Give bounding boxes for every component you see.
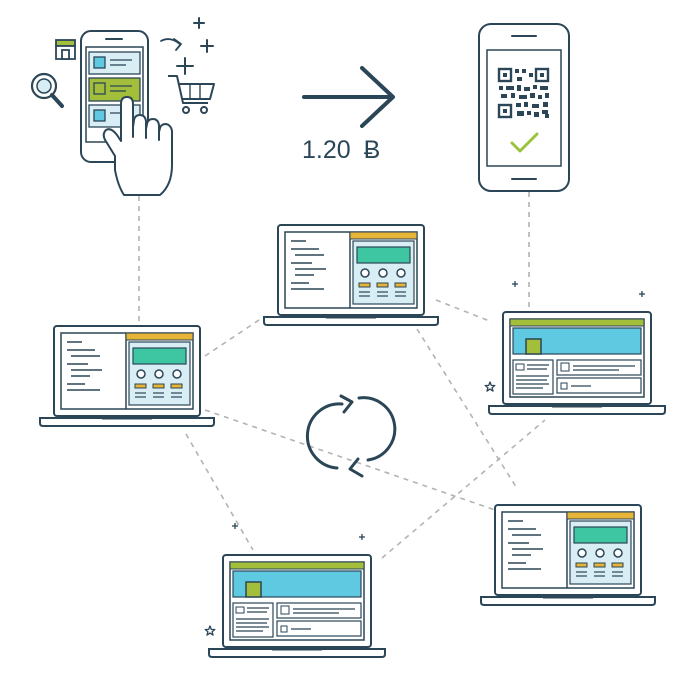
cart-icon — [168, 75, 215, 114]
plus-icon — [232, 281, 645, 540]
curved-arrow-icon — [160, 38, 182, 51]
qr-code-icon — [497, 67, 550, 119]
currency-symbol: Ƀ — [364, 136, 381, 164]
payment-phone — [478, 23, 570, 192]
payment-amount: 1.20 Ƀ — [302, 136, 380, 164]
laptop-node-top — [262, 223, 440, 327]
laptop-node-left — [38, 324, 216, 428]
checkmark-icon — [510, 132, 539, 153]
star-icon — [484, 381, 496, 392]
laptop-node-bottom — [207, 553, 387, 659]
network-connectors — [138, 192, 546, 559]
laptop-node-bottom-right — [479, 503, 657, 607]
arrow-right-icon — [302, 66, 395, 128]
laptop-node-right — [487, 310, 667, 416]
hand-pointer-icon — [102, 96, 173, 196]
search-icon — [30, 72, 64, 108]
payment-amount-value: 1.20 — [302, 136, 351, 164]
plus-icon — [176, 17, 214, 75]
star-icon — [204, 625, 216, 636]
shop-icon — [55, 39, 76, 60]
sync-icon — [305, 394, 397, 478]
